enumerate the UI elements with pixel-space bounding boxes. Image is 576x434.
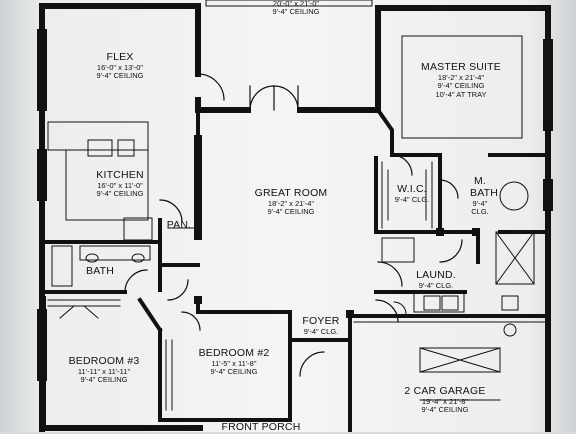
bedroom3-size: 11'-11" x 11'-11": [77, 366, 131, 376]
wic-name: W.I.C.: [397, 183, 427, 195]
bath-name: BATH: [85, 265, 115, 277]
pantry-name: PAN.: [166, 219, 192, 231]
bedroom2-size: 11'-5" x 11'-8": [211, 358, 257, 368]
kitchen-ceiling: 9'-4" CEILING: [96, 189, 144, 199]
door-swings: [124, 73, 463, 377]
garage-ceiling: 9'-4" CEILING: [421, 405, 469, 415]
wall-posts: [194, 228, 480, 318]
garage-size: 19'-4" x 21'-8": [421, 396, 469, 406]
master-suite-ceiling: 9'-4" CEILING: [437, 81, 485, 91]
wic-label: W.I.C. 9'-4" CLG.: [384, 183, 440, 204]
master-suite-name: MASTER SUITE: [421, 61, 501, 73]
flex-size: 16'-0" x 13'-0": [96, 62, 144, 72]
top-room-size: 20'-0" x 21'-0": [272, 0, 320, 8]
top-room-label: 20'-0" x 21'-0" 9'-4" CEILING: [236, 0, 356, 17]
laundry-name: LAUND.: [416, 269, 456, 281]
great-room-name: GREAT ROOM: [254, 187, 328, 199]
bedroom2-name: BEDROOM #2: [198, 347, 270, 359]
great-room-size: 18'-2" x 21'-4": [267, 198, 315, 208]
bath-label: BATH: [80, 265, 120, 278]
foyer-ceiling: 9'-4" CLG.: [303, 326, 339, 336]
bedroom2-ceiling: 9'-4" CEILING: [210, 367, 258, 377]
bedroom3-label: BEDROOM #3 11'-11" x 11'-11" 9'-4" CEILI…: [52, 355, 156, 385]
m-bath-name: M. BATH: [470, 175, 499, 199]
m-bath-label: M. BATH 9'-4" CLG.: [470, 175, 499, 216]
windows: [37, 29, 553, 381]
foyer-name: FOYER: [302, 315, 340, 327]
garage-name: 2 CAR GARAGE: [404, 385, 486, 397]
porch-label: FRONT PORCH: [206, 421, 316, 434]
master-suite-size: 18'-2" x 21'-4": [437, 72, 485, 82]
bedroom3-name: BEDROOM #3: [68, 355, 140, 367]
bedroom2-label: BEDROOM #2 11'-5" x 11'-8" 9'-4" CEILING: [184, 347, 284, 377]
laundry-label: LAUND. 9'-4" CLG.: [408, 269, 464, 290]
flex-ceiling: 9'-4" CEILING: [96, 71, 144, 81]
great-room-label: GREAT ROOM 18'-2" x 21'-4" 9'-4" CEILING: [236, 187, 346, 217]
bedroom3-ceiling: 9'-4" CEILING: [80, 375, 128, 385]
kitchen-label: KITCHEN 16'-0" x 11'-0" 9'-4" CEILING: [70, 169, 170, 199]
flex-name: FLEX: [106, 51, 134, 63]
master-suite-label: MASTER SUITE 18'-2" x 21'-4" 9'-4" CEILI…: [406, 61, 516, 99]
kitchen-name: KITCHEN: [96, 169, 144, 181]
pantry-label: PAN.: [160, 219, 198, 232]
foyer-label: FOYER 9'-4" CLG.: [294, 315, 348, 336]
kitchen-size: 16'-0" x 11'-0": [97, 180, 143, 190]
top-room-ceiling: 9'-4" CEILING: [272, 7, 320, 17]
m-bath-ceiling: 9'-4" CLG.: [471, 198, 489, 216]
garage-label: 2 CAR GARAGE 19'-4" x 21'-8" 9'-4" CEILI…: [380, 385, 510, 415]
laundry-ceiling: 9'-4" CLG.: [418, 280, 454, 290]
flex-label: FLEX 16'-0" x 13'-0" 9'-4" CEILING: [70, 51, 170, 81]
fixtures: [47, 0, 547, 411]
master-suite-tray: 10'-4" AT TRAY: [435, 89, 487, 99]
great-room-ceiling: 9'-4" CEILING: [267, 207, 315, 217]
porch-name: FRONT PORCH: [221, 421, 301, 433]
wic-ceiling: 9'-4" CLG.: [394, 194, 430, 204]
